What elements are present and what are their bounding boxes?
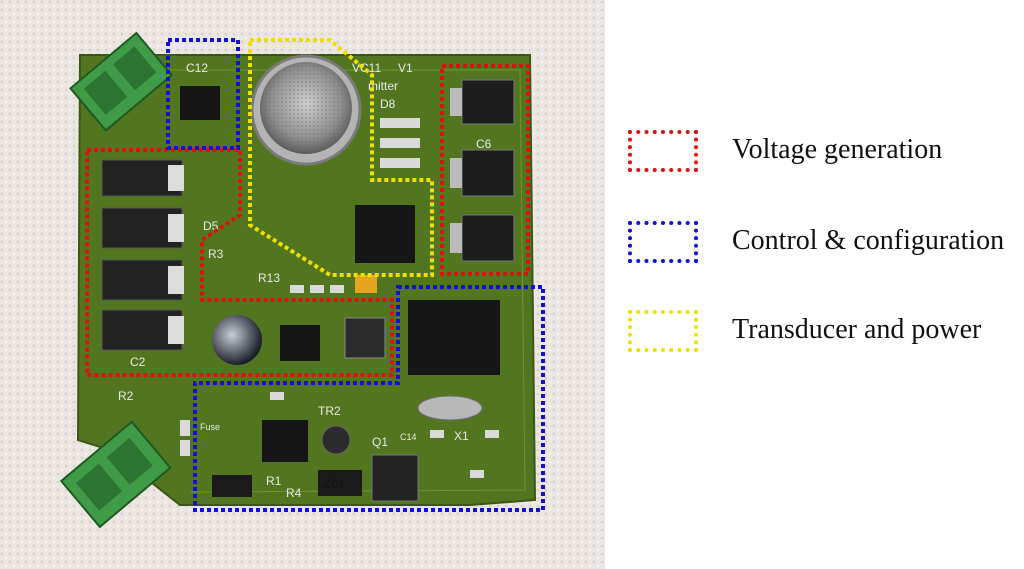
region-voltage-generation-right (440, 64, 530, 276)
pcb-board (76, 54, 537, 506)
label-r1: R1 (266, 474, 282, 488)
legend-swatch-yellow (628, 310, 698, 352)
region-control-top (166, 38, 240, 150)
region-transducer-power (248, 38, 434, 277)
inductor (344, 317, 386, 359)
ultrasonic-transducer (250, 54, 362, 166)
driver-ic (355, 205, 415, 263)
label-v1: V1 (398, 61, 413, 75)
microcontroller-ic (408, 300, 500, 375)
label-r13: R13 (258, 271, 280, 285)
tantalum-capacitor (355, 275, 377, 293)
label-fuse: Fuse (200, 422, 220, 432)
label-x1: X1 (454, 429, 469, 443)
electrolytic-capacitor (212, 315, 262, 365)
legend-swatch-red (628, 130, 698, 172)
legend-swatch-blue (628, 221, 698, 263)
fuse (212, 475, 252, 497)
legend-label: Transducer and power (732, 314, 982, 345)
label-r3: R3 (208, 247, 224, 261)
label-z01: Z01 (324, 477, 345, 491)
label-d8: D8 (380, 97, 396, 111)
label-tr2: TR2 (318, 404, 341, 418)
top-terminal-block (69, 31, 174, 132)
transistor-q1 (371, 454, 419, 502)
label-mitter: mitter (368, 79, 398, 93)
regulator-ic (280, 325, 320, 361)
legend-label: Voltage generation (732, 134, 943, 165)
small-ic (180, 86, 220, 120)
label-c2: C2 (130, 355, 146, 369)
zener-diode (318, 470, 362, 496)
label-vc11: VC11 (352, 61, 381, 75)
pcb-photo: C12 VC11 V1 mitter D8 C6 C2 R13 TR2 Q1 R… (0, 0, 605, 569)
ir-receiver (262, 420, 308, 462)
smd-components (180, 118, 499, 478)
label-c6: C6 (476, 137, 492, 151)
label-q1: Q1 (372, 435, 388, 449)
bottom-terminal-block (59, 420, 172, 529)
legend-label: Control & configuration (732, 225, 1005, 256)
label-r2: R2 (118, 389, 134, 403)
region-voltage-generation-left (85, 148, 394, 377)
label-r4: R4 (286, 486, 302, 500)
mosfet-array (450, 79, 515, 262)
crystal (417, 395, 483, 421)
region-control-bottom (193, 285, 545, 512)
label-c14: C14 (400, 432, 417, 442)
label-c12: C12 (186, 61, 208, 75)
diode-array (101, 159, 184, 351)
ir-led (321, 425, 351, 455)
